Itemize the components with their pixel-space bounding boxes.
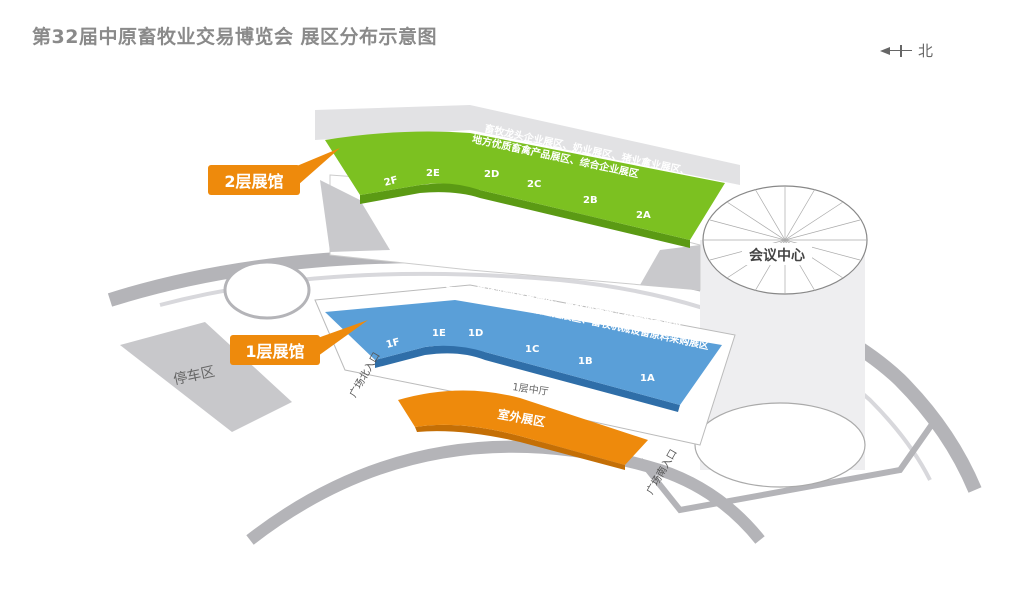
zone-2A: 2A bbox=[636, 210, 651, 221]
hall2-block bbox=[325, 131, 725, 240]
outdoor-area bbox=[398, 390, 648, 465]
parking-area bbox=[120, 322, 292, 432]
hall2-shadow bbox=[320, 180, 390, 252]
conference-label: 会议中心 bbox=[749, 247, 805, 264]
zone-2D: 2D bbox=[484, 169, 499, 180]
map-title: 第32届中原畜牧业交易博览会 展区分布示意图 bbox=[32, 26, 438, 48]
plaza-road bbox=[246, 440, 765, 545]
hall1-callout bbox=[230, 335, 320, 365]
zone-2B: 2B bbox=[583, 195, 598, 206]
zone-2E: 2E bbox=[426, 168, 440, 179]
hall2-backdrop bbox=[315, 105, 740, 185]
north-arrow-icon bbox=[880, 44, 914, 57]
zone-1E: 1E bbox=[432, 328, 446, 339]
north-indicator: 北 bbox=[880, 40, 933, 61]
roundabout bbox=[223, 260, 311, 320]
north-label: 北 bbox=[918, 42, 934, 60]
outdoor-side bbox=[415, 424, 625, 470]
hall2-side bbox=[360, 183, 690, 248]
south-rotunda bbox=[694, 402, 866, 488]
zone-2C: 2C bbox=[527, 179, 541, 190]
hall2-callout bbox=[208, 165, 300, 195]
hall2-shadow-right bbox=[640, 245, 700, 290]
zone-1D: 1D bbox=[468, 328, 483, 339]
zone-1A: 1A bbox=[640, 373, 655, 384]
hall1-callout-label: 1层展馆 bbox=[245, 342, 304, 361]
zone-1C: 1C bbox=[525, 344, 539, 355]
plaza-edge bbox=[637, 418, 938, 514]
zone-2F: 2F bbox=[383, 175, 399, 189]
hall2-callout-label: 2层展馆 bbox=[224, 172, 283, 191]
zone-1B: 1B bbox=[578, 356, 593, 367]
hall1-block bbox=[325, 300, 722, 405]
zone-1F: 1F bbox=[385, 337, 401, 351]
